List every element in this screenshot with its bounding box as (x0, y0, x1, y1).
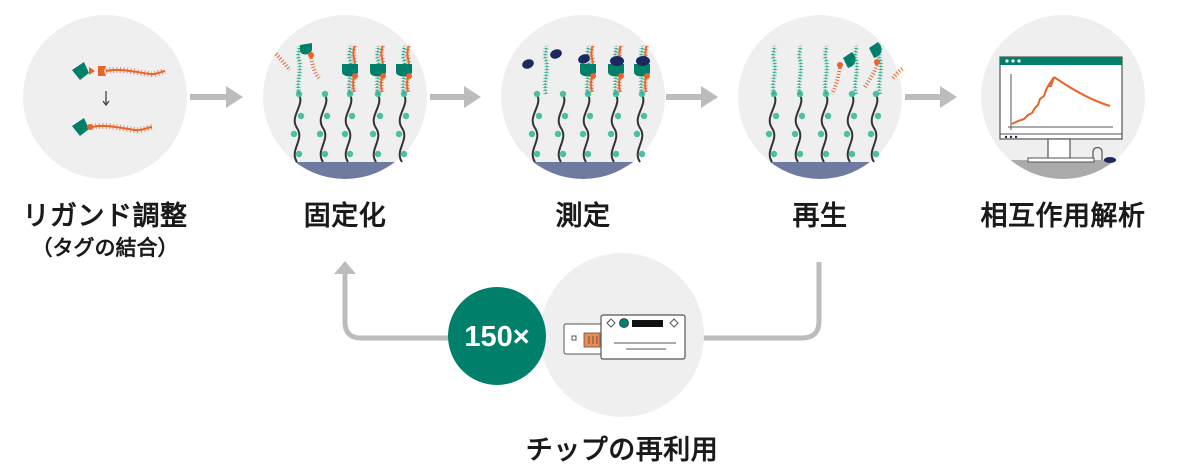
step-label-immobilization: 固定化 (303, 201, 387, 232)
step-label-ligand-prep: リガンド調整 (22, 201, 188, 232)
flow-arrow (190, 86, 243, 108)
step-measurement-icon (501, 15, 665, 179)
reuse-chip-icon (540, 253, 704, 417)
flow-arrow (666, 86, 718, 108)
step-immobilization-icon (263, 15, 427, 179)
flow-arrow (430, 86, 481, 108)
step-analysis-icon (981, 15, 1145, 179)
step-regeneration-icon (738, 15, 905, 179)
reuse-loop-arrow (334, 261, 822, 341)
step-sublabel-ligand-prep: （タグの結合） (31, 236, 179, 260)
step-label-regeneration: 再生 (792, 201, 848, 232)
reuse-count-badge: 150× (448, 287, 546, 385)
reuse-label: チップの再利用 (525, 435, 719, 466)
step-label-analysis: 相互作用解析 (980, 201, 1146, 232)
reuse-count-text: 150× (464, 321, 529, 353)
step-label-measurement: 測定 (555, 201, 611, 232)
flow-arrow (905, 86, 957, 108)
step-ligand-prep-icon (23, 15, 187, 179)
